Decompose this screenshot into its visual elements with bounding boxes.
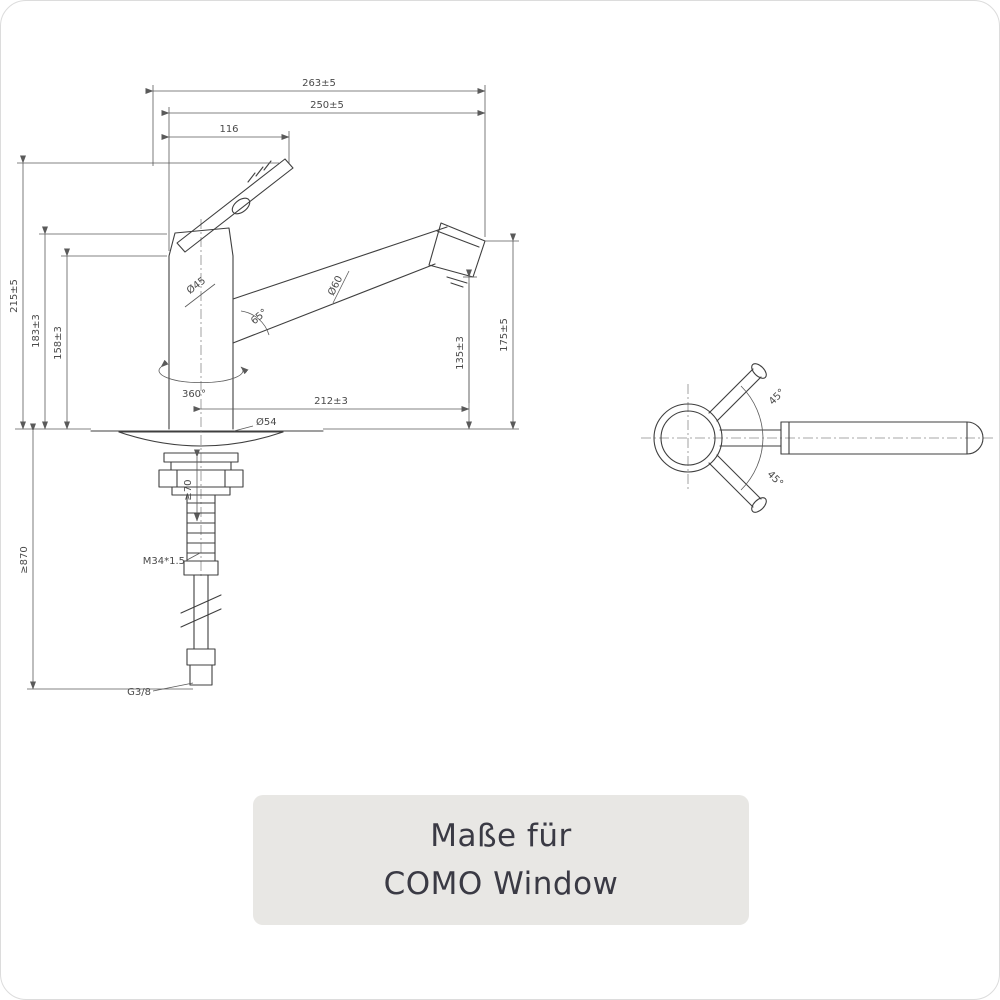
dim-dia60-label: Ø60: [325, 274, 345, 298]
dim-135-label: 135±3: [455, 336, 466, 370]
dim-116-label: 116: [219, 124, 238, 135]
caption-line-2: COMO Window: [383, 866, 619, 902]
technical-drawing: 263±5 250±5 116 215±5 183±3: [9, 78, 996, 698]
caption-line-1: Maße für: [430, 818, 572, 854]
dim-dia54-label: Ø54: [256, 416, 277, 428]
caption-card: Maße für COMO Window: [253, 795, 749, 925]
dim-thread-label: M34*1.5: [143, 556, 185, 567]
dimension-lines: 263±5 250±5 116 215±5 183±3: [9, 78, 519, 698]
swivel-arc: [158, 359, 249, 384]
dim-70-label: ≥70: [183, 479, 194, 500]
dim-175-label: 175±5: [499, 318, 510, 352]
faucet-side-view: 263±5 250±5 116 215±5 183±3: [9, 78, 519, 698]
dim-212-label: 212±3: [314, 396, 348, 407]
dim-263-label: 263±5: [302, 78, 336, 89]
dim-215-label: 215±5: [9, 279, 20, 313]
faucet-top-view: 45° 45°: [641, 363, 996, 513]
topview-body: [653, 403, 723, 473]
faucet-handle: [176, 158, 294, 253]
dim-183-label: 183±3: [31, 314, 42, 348]
dim-dia45-label: Ø45: [184, 275, 208, 297]
mounting-hardware: [118, 431, 284, 576]
dim-g38-label: G3/8: [127, 687, 151, 698]
faucet-spout: [232, 222, 486, 344]
dim-870-label: ≥870: [19, 546, 30, 573]
dim-45deg-lower-label: 45°: [765, 469, 785, 489]
topview-spout: [719, 421, 984, 455]
topview-handle-range: [708, 363, 767, 513]
dim-360deg-label: 360°: [182, 389, 206, 400]
dim-65deg-label: 65°: [249, 307, 270, 327]
dim-158-label: 158±3: [53, 326, 64, 360]
dim-45deg-upper-label: 45°: [767, 387, 787, 407]
dim-250-label: 250±5: [310, 100, 344, 111]
supply-hose: [180, 574, 222, 686]
